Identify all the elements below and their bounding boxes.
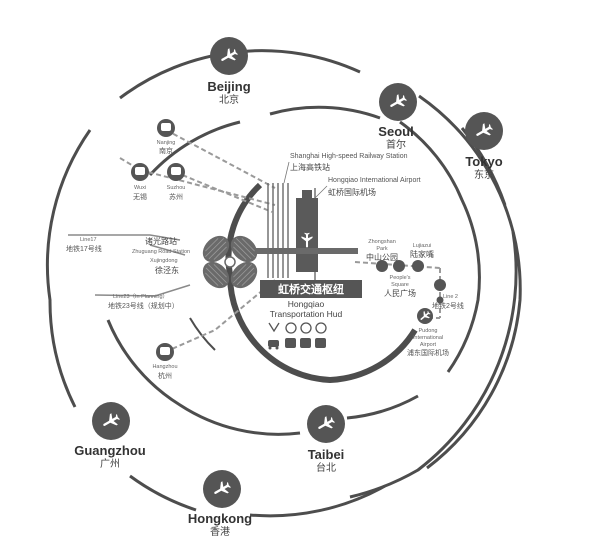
suzhou-en: Suzhou [167,185,186,191]
station-suzhou: Suzhou 苏州 [167,163,186,201]
metro-lines-west [68,234,191,297]
svg-text:陆家嘴: 陆家嘴 [410,249,434,259]
flower-landmark [197,230,263,294]
svg-text:Square: Square [391,282,409,288]
svg-text:Seoul: Seoul [378,124,413,139]
hub-name-en-2: Transportation Hud [270,309,343,319]
inner-ring [106,105,481,436]
svg-text:Beijing: Beijing [207,79,250,94]
svg-text:北京: 北京 [219,93,239,106]
airport-hongkong: Hongkong 香港 [188,470,252,538]
svg-text:Pudong: Pudong [419,328,438,334]
svg-text:台北: 台北 [316,461,336,474]
zhuguang-zh: 诸光路站 [145,236,177,246]
svg-text:Zhongshan: Zhongshan [368,239,396,245]
svg-text:浦东国际机场: 浦东国际机场 [407,348,449,357]
line17-en: Line17 [80,237,97,243]
wuxi-zh: 无锡 [133,192,147,201]
station-hangzhou: Hangzhou 杭州 [152,343,178,380]
airport-tokyo: Tokyo 东京 [465,112,503,181]
svg-text:Park: Park [376,246,388,252]
bus-icon [285,322,297,334]
svg-text:Airport: Airport [420,342,437,348]
taxi-icon [268,322,280,333]
hub-arc [189,182,418,384]
line23-zh: 地铁23号线（规划中） [108,301,179,310]
bus-icon [285,338,296,348]
svg-text:人民广场: 人民广场 [384,288,416,298]
zhuguang-en: Zhuguang Road Station [132,249,190,255]
airport-label-zh: 虹桥国际机场 [328,187,376,197]
svg-text:Line 2: Line 2 [443,294,458,300]
svg-text:International: International [413,335,443,341]
xujingdong-en: Xujingdong [150,258,178,264]
nanjing-zh: 南京 [159,146,173,155]
airport-beijing: Beijing 北京 [207,37,251,106]
hongqiao-terminal [256,190,358,272]
suzhou-zh: 苏州 [169,192,183,201]
airport-seoul: Seoul 首尔 [378,83,417,151]
svg-text:Tokyo: Tokyo [465,154,502,169]
svg-text:Guangzhou: Guangzhou [74,443,146,458]
wuxi-en: Wuxi [134,185,146,191]
svg-text:香港: 香港 [210,526,230,538]
hub-name-en-1: Hongqiao [288,299,325,309]
railway-label-zh: 上海高铁站 [290,162,330,172]
svg-text:东京: 东京 [474,168,494,181]
shuttle-icon [315,338,326,348]
metro-icon [300,322,312,334]
airport-guangzhou: Guangzhou 广州 [74,402,146,470]
line17-zh: 地铁17号线 [66,244,102,253]
station-lujiazui: Lujiazui 陆家嘴 [410,243,434,272]
line23-en: Line23（In Planning） [113,293,168,300]
transport-icons [268,322,327,350]
car-icon [268,340,279,350]
station-zhongshan: Zhongshan Park 中山公园 [366,239,398,272]
hub-name-badge: 虹桥交通枢纽 [260,280,362,298]
svg-text:Taibei: Taibei [308,447,345,462]
station-pudong-airport: Pudong International Airport 浦东国际机场 [407,308,449,357]
railway-label-en: Shanghai High-speed Railway Station [290,153,408,160]
svg-text:Lujiazui: Lujiazui [413,243,432,249]
airport-taibei: Taibei 台北 [307,405,345,474]
nanjing-en: Nanjing [157,140,176,146]
hangzhou-en: Hangzhou [152,364,177,370]
train-icon [315,322,327,334]
hangzhou-zh: 杭州 [158,371,172,380]
hub-name-zh: 虹桥交通枢纽 [278,282,344,296]
svg-text:中山公园: 中山公园 [366,252,398,262]
metro-icon [300,338,311,348]
airport-label-en: Hongqiao International Airport [328,177,421,184]
svg-text:地铁2号线: 地铁2号线 [432,301,464,310]
svg-text:Hongkong: Hongkong [188,511,252,526]
svg-text:首尔: 首尔 [386,138,406,151]
line2-marker: Line 2 地铁2号线 [432,279,464,310]
station-peoples-square: People's Square 人民广场 [384,260,416,298]
svg-text:People's: People's [390,275,411,281]
station-wuxi: Wuxi 无锡 [131,163,149,201]
svg-text:广州: 广州 [100,458,120,470]
xujingdong-zh: 徐泾东 [155,265,179,275]
station-nanjing: Nanjing 南京 [157,119,176,155]
